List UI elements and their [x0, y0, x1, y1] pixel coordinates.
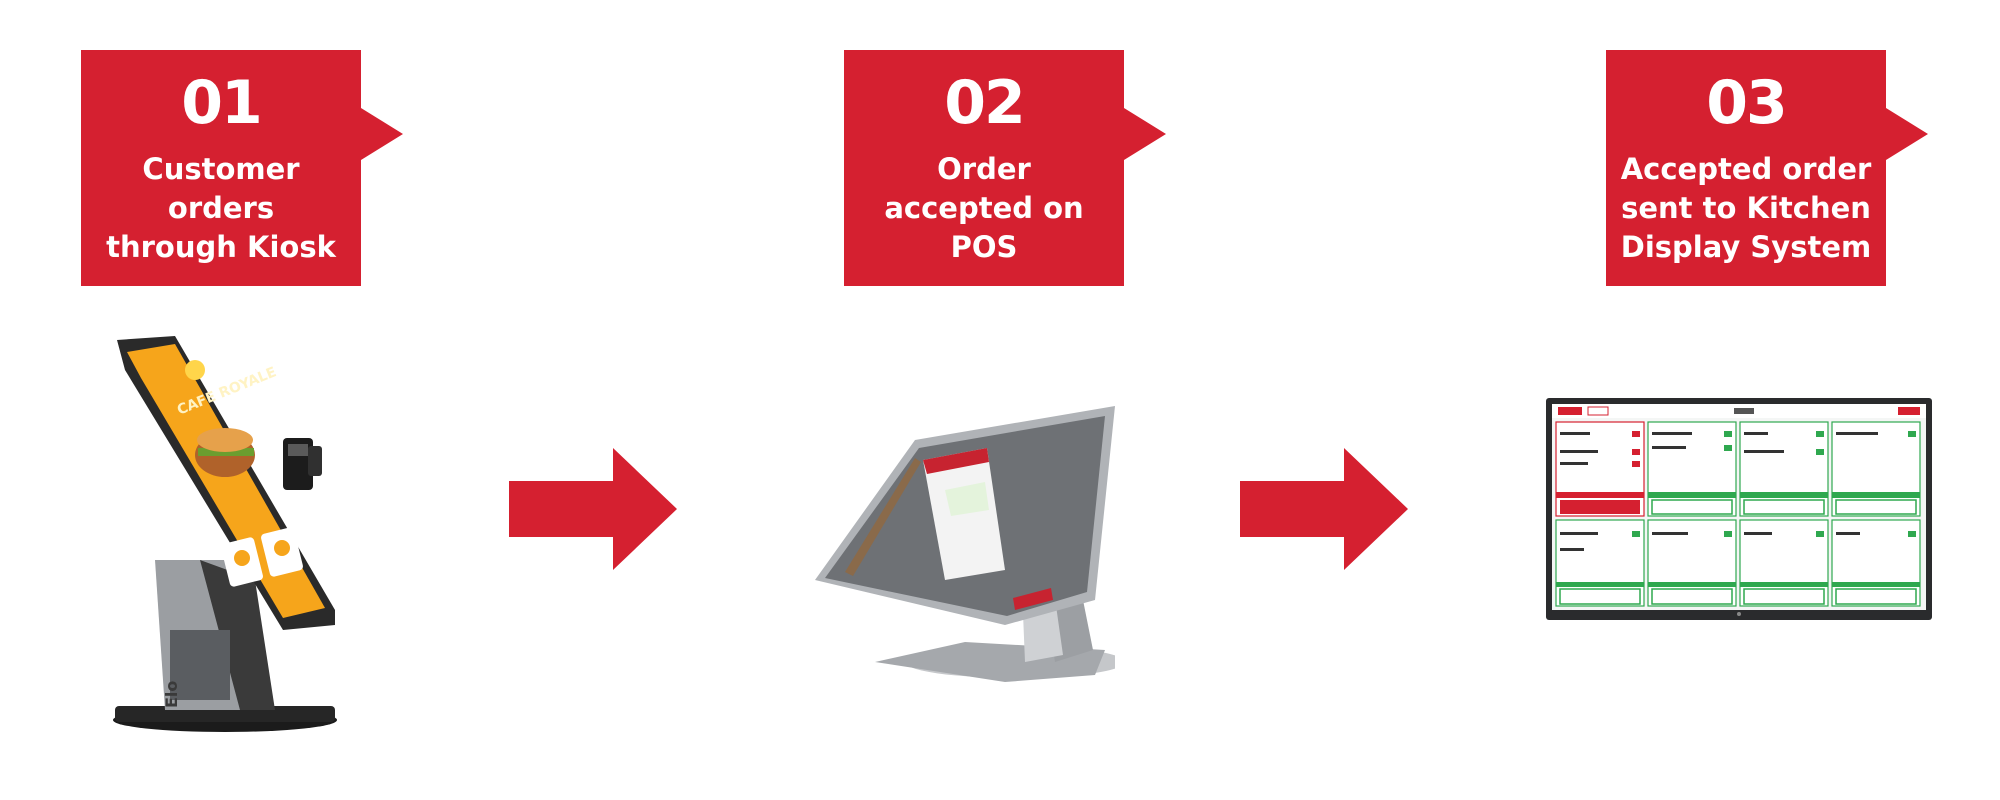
step-03-number: 03: [1706, 68, 1788, 138]
step-01-label-line: Customer: [142, 152, 300, 186]
step-02-label-line: accepted on: [884, 191, 1084, 225]
step-01-label-line: through Kiosk: [106, 230, 336, 264]
step-02-label-line: Order: [937, 152, 1031, 186]
step-02-label-line: POS: [950, 230, 1018, 264]
step-01-label-line: orders: [167, 191, 275, 225]
arrow-right-icon: [1240, 448, 1408, 570]
step-02-flag-shape: [844, 50, 1166, 286]
step-03-flag-shape: [1606, 50, 1928, 286]
step-03-label-line: Accepted order: [1620, 152, 1872, 186]
kds-ticket-row-1: [1555, 421, 1921, 517]
pos-terminal-icon: [815, 406, 1115, 682]
kds-ticket-row-2: [1555, 519, 1921, 607]
step-03-label-line: sent to Kitchen: [1621, 191, 1871, 225]
step-01-banner: 01 Customer orders through Kiosk: [81, 50, 403, 286]
step-01-label: Customer orders through Kiosk: [81, 150, 361, 267]
step-01-flag-shape: [81, 50, 403, 286]
kiosk-device-icon: Elo CAFE ROYALE: [113, 336, 337, 732]
step-03-label: Accepted order sent to Kitchen Display S…: [1606, 150, 1886, 267]
step-02-number: 02: [944, 68, 1026, 138]
step-02-label: Order accepted on POS: [844, 150, 1124, 267]
step-02-banner: 02 Order accepted on POS: [844, 50, 1166, 286]
step-01-number: 01: [181, 68, 263, 138]
step-03-banner: 03 Accepted order sent to Kitchen Displa…: [1606, 50, 1928, 286]
step-03-label-line: Display System: [1620, 230, 1872, 264]
arrow-right-icon: [509, 448, 677, 570]
kitchen-display-icon: [1546, 398, 1932, 620]
svg-text:Elo: Elo: [162, 681, 181, 708]
